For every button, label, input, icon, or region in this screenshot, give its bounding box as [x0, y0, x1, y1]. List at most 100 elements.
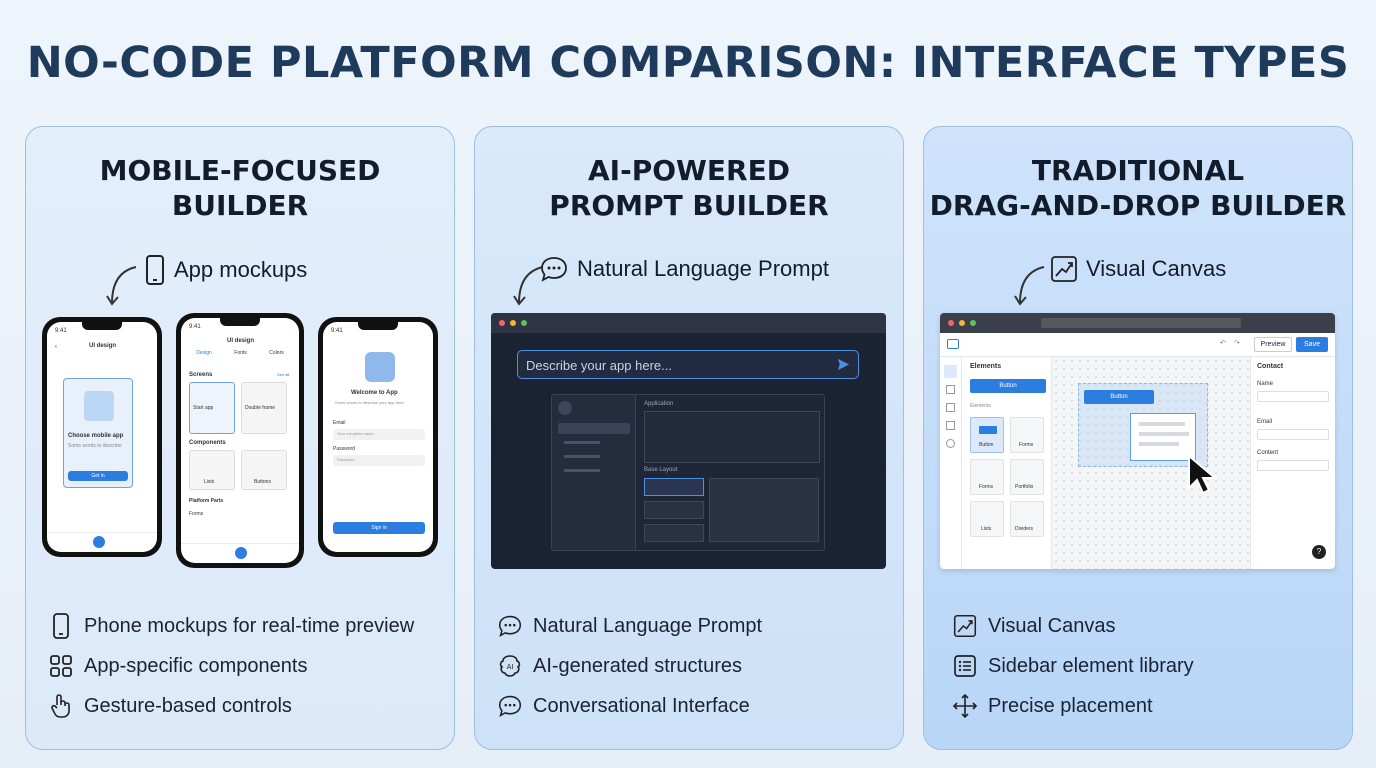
- tile-label: Dividers: [1015, 526, 1034, 532]
- field-label-name: Name: [1257, 381, 1274, 387]
- content-field[interactable]: [1257, 460, 1329, 471]
- password-field[interactable]: Password: [333, 455, 425, 466]
- panel-title-line2: BUILDER: [171, 189, 309, 222]
- email-label: Email: [333, 420, 346, 426]
- feature-item: Gesture-based controls: [48, 693, 292, 719]
- undo-icon[interactable]: ↶: [1220, 340, 1226, 347]
- password-placeholder: Password: [337, 457, 355, 462]
- feature-item: Conversational Interface: [497, 693, 750, 719]
- element-tile-forms[interactable]: Forms: [1010, 417, 1044, 453]
- element-tile-button[interactable]: Button: [970, 417, 1004, 453]
- address-bar[interactable]: [1041, 318, 1241, 328]
- curved-arrow-icon: [513, 266, 544, 306]
- element-tile-forms-2[interactable]: Forms: [970, 459, 1004, 495]
- icon-rail: [940, 357, 962, 569]
- field-label-email: Email: [1257, 419, 1273, 425]
- component-tile-lists[interactable]: Lists: [189, 450, 235, 490]
- curved-arrow-icon: [106, 266, 137, 306]
- welcome-text: Some words to describe your app here: [335, 400, 404, 405]
- tab-fonts[interactable]: Fonts: [234, 350, 247, 356]
- canvas-button-element[interactable]: Button: [1084, 390, 1154, 404]
- canvas-card-element[interactable]: [1130, 413, 1196, 461]
- status-time: 9:41: [331, 328, 343, 334]
- save-button[interactable]: Save: [1296, 337, 1328, 352]
- prompt-placeholder: Describe your app here...: [526, 358, 672, 373]
- get-in-button[interactable]: Get in: [68, 471, 128, 481]
- bottom-nav: [181, 543, 299, 563]
- window-titlebar: [491, 313, 886, 333]
- panel-title: TRADITIONAL DRAG-AND-DROP BUILDER: [924, 153, 1352, 223]
- app-card[interactable]: Choose mobile app Some words to describe…: [63, 378, 133, 488]
- tab-colors[interactable]: Colors: [269, 350, 284, 356]
- element-tile-portfolio[interactable]: Portfolio: [1010, 459, 1044, 495]
- preview-button[interactable]: Preview: [1254, 337, 1292, 352]
- ai-brain-icon: AI: [499, 655, 521, 677]
- add-icon[interactable]: [235, 547, 247, 559]
- assets-icon[interactable]: [946, 421, 955, 430]
- screen-tile-2[interactable]: Double frame: [241, 382, 287, 434]
- canvas-chart-icon: [953, 614, 977, 638]
- email-field[interactable]: Your complete name: [333, 429, 425, 440]
- close-dot-icon[interactable]: [499, 320, 505, 326]
- redo-icon[interactable]: ↷: [1234, 340, 1240, 347]
- grid-components-icon: [50, 655, 72, 677]
- element-tile-lists[interactable]: Lists: [970, 501, 1004, 537]
- components-icon[interactable]: [944, 365, 957, 378]
- layers-icon[interactable]: [946, 385, 955, 394]
- chat-bubble-icon: [541, 257, 567, 282]
- app-illustration-icon: [84, 391, 114, 421]
- pages-icon[interactable]: [946, 403, 955, 412]
- name-field[interactable]: [1257, 391, 1329, 402]
- field-label-content: Content: [1257, 450, 1279, 456]
- welcome-title: Welcome to App: [351, 390, 398, 396]
- panel-subtitle: Natural Language Prompt: [539, 255, 829, 283]
- preview-block: [644, 411, 820, 463]
- panel-title-line1: MOBILE-FOCUSED: [99, 154, 381, 187]
- see-all-link[interactable]: See all: [277, 372, 290, 377]
- prompt-input[interactable]: Describe your app here...: [517, 350, 859, 379]
- panel-title: MOBILE-FOCUSED BUILDER: [26, 153, 454, 223]
- tile-label: Forms: [1019, 442, 1034, 448]
- feature-label: Phone mockups for real-time preview: [84, 614, 415, 637]
- panel-subtitle: App mockups: [144, 255, 307, 285]
- help-icon[interactable]: ?: [1312, 545, 1326, 559]
- tile-label: Lists: [204, 479, 215, 485]
- library-button-element[interactable]: Button: [970, 379, 1046, 393]
- element-tile-dividers[interactable]: Dividers: [1010, 501, 1044, 537]
- tab-bar: Design Fonts Colors: [185, 350, 295, 362]
- maximize-dot-icon[interactable]: [970, 320, 976, 326]
- ai-builder-window: Describe your app here... Application Ba…: [491, 313, 886, 569]
- feature-label: Conversational Interface: [533, 694, 750, 717]
- send-icon[interactable]: [837, 358, 850, 371]
- chat-bubble-icon: [498, 615, 522, 637]
- app-avatar-icon: [365, 352, 395, 382]
- phone-mockup-3: 9:41 Welcome to App Some words to descri…: [318, 317, 438, 557]
- sign-in-button[interactable]: Sign in: [333, 522, 425, 534]
- move-arrows-icon: [952, 693, 978, 719]
- design-canvas[interactable]: Button: [1052, 357, 1250, 569]
- tile-label: Button: [979, 442, 994, 448]
- bottom-nav: [47, 532, 157, 552]
- preview-sidebar: [552, 395, 636, 550]
- feature-label: Gesture-based controls: [84, 694, 292, 717]
- properties-title: Contact: [1257, 363, 1284, 370]
- row-forms[interactable]: Forms: [189, 511, 204, 517]
- screen-tile-1[interactable]: Start app: [189, 382, 235, 434]
- email-field[interactable]: [1257, 429, 1329, 440]
- list-icon: [954, 655, 976, 677]
- close-dot-icon[interactable]: [948, 320, 954, 326]
- minimize-dot-icon[interactable]: [510, 320, 516, 326]
- add-icon[interactable]: [93, 536, 105, 548]
- maximize-dot-icon[interactable]: [521, 320, 527, 326]
- screen-header: UI design: [89, 343, 117, 349]
- tab-design[interactable]: Design: [196, 350, 212, 356]
- component-tile-buttons[interactable]: Buttons: [241, 450, 287, 490]
- feature-label: Precise placement: [988, 694, 1153, 717]
- minimize-dot-icon[interactable]: [959, 320, 965, 326]
- back-icon[interactable]: ‹: [55, 344, 57, 350]
- settings-icon[interactable]: [946, 439, 955, 448]
- library-title: Elements: [970, 363, 1002, 370]
- tile-title: Start app: [193, 405, 214, 411]
- feature-item: Sidebar element library: [952, 653, 1194, 679]
- preview-label-application: Application: [644, 401, 674, 407]
